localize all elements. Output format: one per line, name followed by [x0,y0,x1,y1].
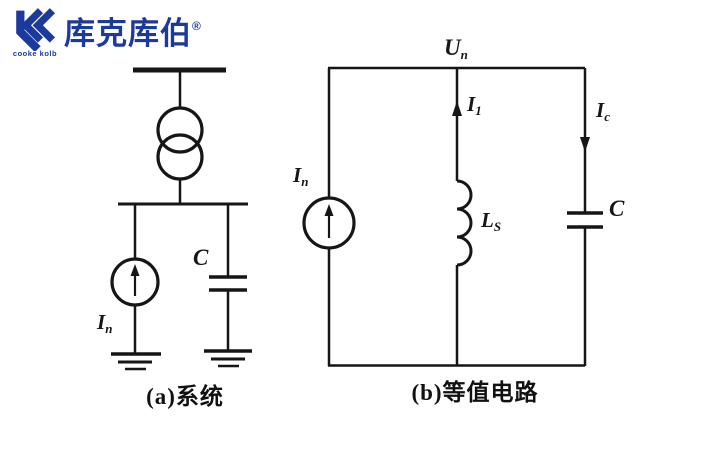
logo-chevron-icon [16,8,56,51]
capacitor-icon-a [209,275,247,292]
current-source-icon-b [302,196,356,250]
label-bus-voltage-b: Un [444,35,468,62]
label-inductance-b: LS [481,208,502,234]
ground-icon-left [111,352,161,371]
transformer-icon [156,106,204,181]
label-capacitor-current-b: Ic [596,98,610,124]
registered-trademark-symbol: ® [192,19,201,33]
brand-logo: cooke kolb 库克库伯® [0,0,260,64]
current-arrow-i1-up [452,101,462,116]
caption-b: (b)等值电路 [411,380,539,405]
label-capacitor-b: C [609,196,625,221]
capacitor-icon-b [567,211,603,229]
logo-brand-text: 库克库伯 [64,16,192,51]
label-inductor-current-b: I1 [467,92,482,118]
circuit-b-equivalent [302,66,603,367]
logo-wordmark: 库克库伯® [64,8,201,53]
ground-icon-right [204,349,252,368]
logo-tagline: cooke kolb [12,49,58,58]
caption-a: (a)系统 [146,384,224,409]
circuit-a-system [110,67,252,371]
inductor-icon [456,179,473,267]
label-source-current-a: In [97,310,113,336]
label-capacitor-a: C [193,245,209,270]
label-source-current-b: In [293,163,309,189]
current-source-icon-a [110,257,160,307]
current-arrow-ic-down [580,137,590,152]
